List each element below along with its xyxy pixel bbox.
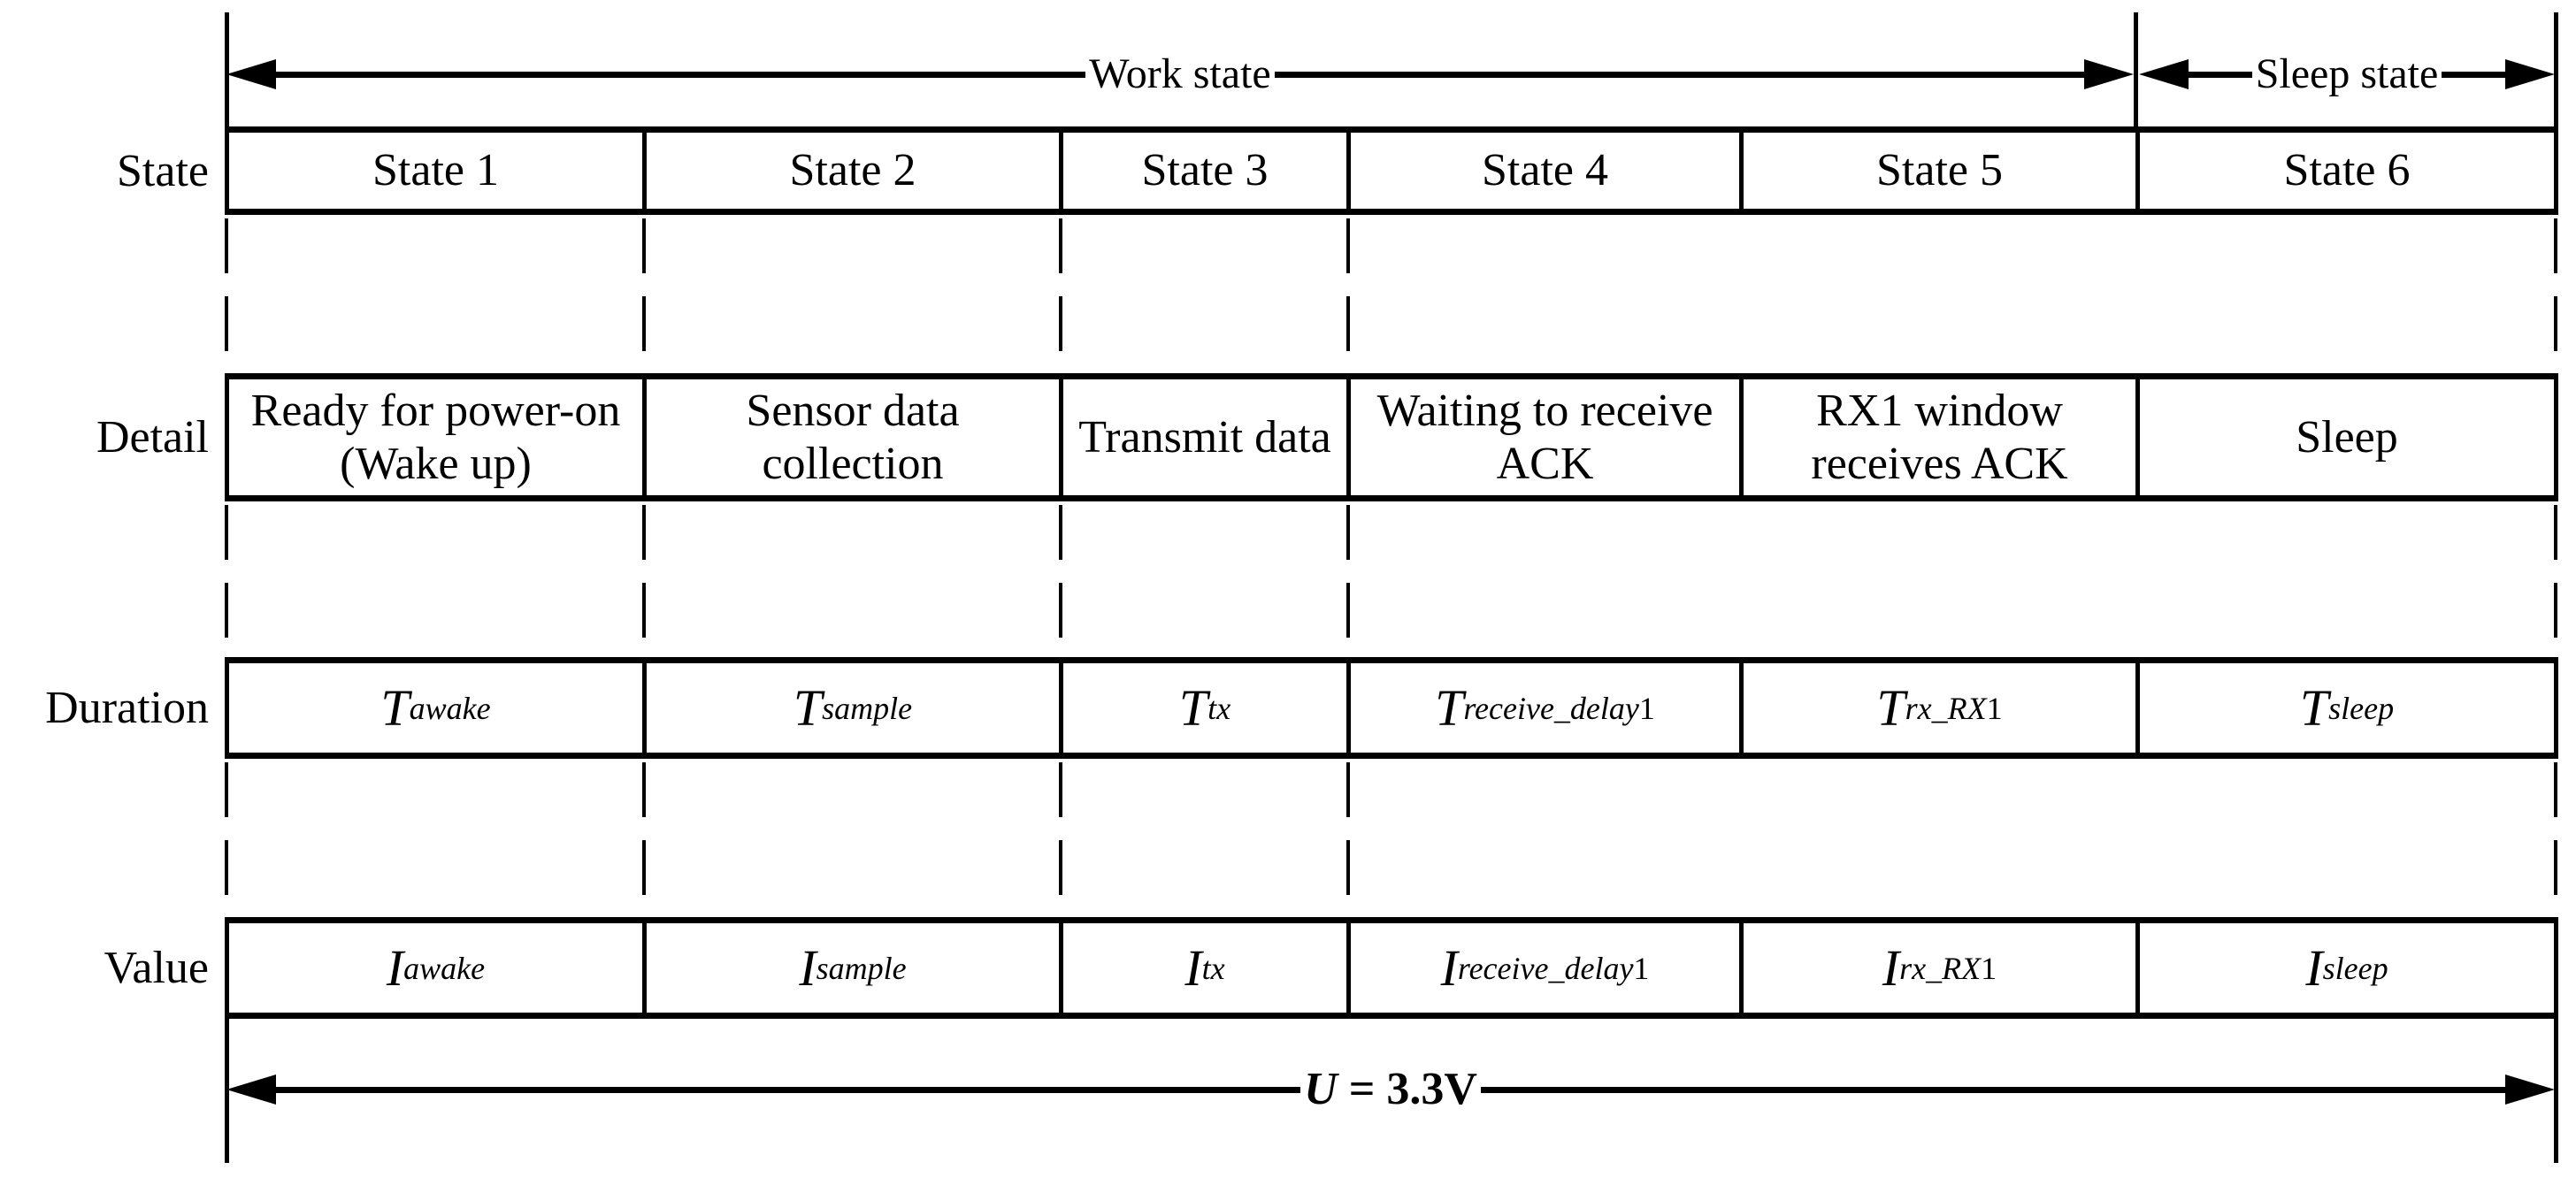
dashed-connector-line <box>225 762 228 914</box>
row-label-detail: Detail <box>96 412 209 463</box>
sleep-state-arrow-label: Sleep state <box>2255 50 2439 97</box>
voltage-arrow: U = 3.3V <box>226 1067 2555 1113</box>
duration-subscript: awake <box>409 690 491 726</box>
detail-cell-2: Sensor data collection <box>642 379 1059 495</box>
detail-cell-3: Transmit data <box>1059 379 1346 495</box>
dashed-connector-line <box>1346 505 1350 654</box>
detail-cell-6: Sleep <box>2135 379 2558 495</box>
arrowhead-right-icon <box>2505 1074 2555 1105</box>
dashed-connector-line <box>1346 762 1350 914</box>
arrow-shaft <box>2442 71 2506 78</box>
detail-cell-5: RX1 window receives ACK <box>1739 379 2135 495</box>
duration-subscript: sleep <box>2328 690 2395 726</box>
value-symbol: I <box>1882 938 1900 997</box>
row-label-value: Value <box>104 943 209 993</box>
dashed-connector-line <box>642 505 646 654</box>
value-symbol: I <box>1440 938 1458 997</box>
dashed-connector-line <box>642 762 646 914</box>
arrow-shaft <box>2189 71 2252 78</box>
voltage-symbol: U <box>1304 1064 1338 1114</box>
detail-cell-4: Waiting to receive ACK <box>1346 379 1739 495</box>
work-sleep-boundary-line <box>2134 12 2138 127</box>
value-symbol: I <box>799 938 816 997</box>
arrowhead-left-icon <box>226 59 276 89</box>
voltage-arrow-label: U = 3.3V <box>1300 1067 1481 1113</box>
duration-symbol: T <box>380 678 410 737</box>
dashed-connector-line <box>2554 762 2557 914</box>
dashed-connector-line <box>225 505 228 654</box>
detail-cell-1: Ready for power-on (Wake up) <box>225 379 642 495</box>
dashed-connector-line <box>225 218 228 369</box>
sleep-state-arrow: Sleep state <box>2139 53 2556 96</box>
value-subscript: sleep <box>2322 950 2388 986</box>
value-subscript: tx <box>1201 950 1225 986</box>
detail-row: Ready for power-on (Wake up) Sensor data… <box>225 373 2558 501</box>
duration-symbol: T <box>1876 678 1905 737</box>
duration-symbol: T <box>1435 678 1464 737</box>
dashed-connector-line <box>2554 218 2557 369</box>
right-boundary-line <box>2554 12 2558 127</box>
state-cell-4: State 4 <box>1346 133 1739 209</box>
value-symbol: I <box>1184 938 1202 997</box>
arrowhead-left-icon <box>226 1074 276 1105</box>
arrow-shaft <box>1274 71 2084 78</box>
dashed-connector-line <box>1346 218 1350 369</box>
state-cell-5: State 5 <box>1739 133 2135 209</box>
value-subscript: receive_delay1 <box>1457 950 1650 986</box>
duration-subscript: rx_RX1 <box>1905 690 2003 726</box>
duration-symbol: T <box>1178 678 1208 737</box>
dashed-connector-line <box>1059 505 1062 654</box>
work-state-arrow-label: Work state <box>1089 50 1271 97</box>
value-symbol: I <box>2305 938 2323 997</box>
arrow-shaft <box>276 71 1086 78</box>
duration-subscript: tx <box>1208 690 1231 726</box>
value-subscript: awake <box>403 950 486 986</box>
duration-subscript: receive_delay1 <box>1463 690 1655 726</box>
voltage-value: = 3.3V <box>1337 1064 1477 1114</box>
arrow-shaft <box>276 1086 1301 1093</box>
value-symbol: I <box>386 938 404 997</box>
state-row: State 1 State 2 State 3 State 4 State 5 … <box>225 126 2558 215</box>
state-cell-2: State 2 <box>642 133 1059 209</box>
right-boundary-line-bottom <box>2554 1017 2558 1163</box>
state-cell-3: State 3 <box>1059 133 1346 209</box>
dashed-connector-line <box>1059 762 1062 914</box>
duration-symbol: T <box>2299 678 2329 737</box>
row-label-state: State <box>117 145 209 196</box>
dashed-connector-line <box>2554 505 2557 654</box>
arrowhead-left-icon <box>2139 59 2189 89</box>
duration-symbol: T <box>793 678 823 737</box>
work-state-arrow: Work state <box>226 53 2134 96</box>
state-cell-1: State 1 <box>225 133 642 209</box>
value-subscript: rx_RX1 <box>1899 950 1997 986</box>
value-subscript: sample <box>816 950 907 986</box>
row-label-duration: Duration <box>45 683 209 733</box>
dashed-connector-line <box>642 218 646 369</box>
arrowhead-right-icon <box>2084 59 2134 89</box>
duration-subscript: sample <box>822 690 913 726</box>
arrowhead-right-icon <box>2505 59 2556 89</box>
dashed-connector-line <box>1059 218 1062 369</box>
arrow-shaft <box>1480 1086 2505 1093</box>
state-cell-6: State 6 <box>2135 133 2558 209</box>
